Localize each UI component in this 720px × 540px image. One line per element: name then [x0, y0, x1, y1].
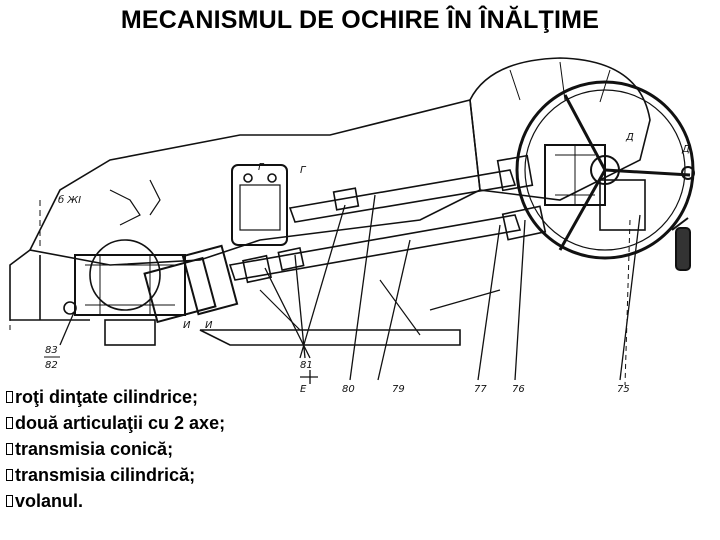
label-g-top: Г [258, 162, 265, 173]
label-81: 81 [300, 360, 313, 371]
bullet-icon [6, 417, 13, 429]
drawing-labels: б ЖΙ Г Г Д Д И И 83 82 81 E 80 79 77 76 … [44, 132, 690, 395]
gear-large [89, 239, 161, 311]
list-item: două articulaţii cu 2 axe; [6, 410, 225, 436]
list-item: transmisia conică; [6, 436, 225, 462]
drawing-body [9, 57, 695, 386]
list-item: roţi dinţate cilindrice; [6, 384, 225, 410]
list-item: volanul. [6, 488, 225, 514]
label-80: 80 [342, 384, 355, 395]
bullet-icon [6, 391, 13, 403]
list-item: transmisia cilindrică; [6, 462, 225, 488]
component-list: roţi dinţate cilindrice; două articulaţi… [6, 384, 225, 514]
joint-upper [332, 187, 360, 211]
label-76: 76 [512, 384, 525, 395]
center-bracket [231, 164, 288, 246]
lower-frame [199, 329, 461, 346]
gearbox-left [74, 254, 186, 316]
page-title: MECANISMUL DE OCHIRE ÎN ÎNĂLŢIME [120, 6, 600, 34]
bullet-icon [6, 469, 13, 481]
main-frame [28, 99, 481, 266]
label-d1: Д [625, 132, 634, 143]
label-75: 75 [617, 384, 630, 395]
label-i1: И [183, 320, 191, 331]
joint-lower [277, 246, 305, 272]
label-82: 82 [45, 360, 58, 371]
label-i2: И [205, 320, 213, 331]
technical-drawing: б ЖΙ Г Г Д Д И И 83 82 81 E 80 79 77 76 … [9, 57, 695, 395]
label-83: 83 [45, 345, 58, 356]
bullet-icon [6, 495, 13, 507]
label-g-right: Г [300, 165, 307, 176]
label-b-zh: б ЖΙ [58, 194, 81, 206]
label-77: 77 [474, 384, 487, 395]
upper-shaft [288, 169, 517, 223]
sector-housing [469, 57, 651, 201]
bullet-icon [6, 443, 13, 455]
label-d2: Д [681, 144, 690, 155]
label-79: 79 [392, 384, 405, 395]
lower-shaft [228, 214, 522, 281]
leader-lines [59, 194, 641, 384]
label-e: E [300, 384, 307, 395]
